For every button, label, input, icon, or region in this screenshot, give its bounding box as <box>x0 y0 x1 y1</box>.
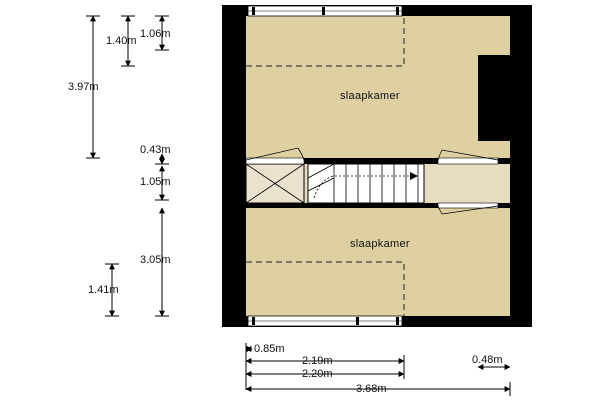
dim-top-slope: 1.06m <box>140 28 171 40</box>
chimney-block <box>478 55 510 141</box>
right-wall-strip <box>510 16 532 316</box>
dim-width-b: 2.20m <box>302 368 333 380</box>
dim-top-total: 3.97m <box>68 81 99 93</box>
stair-arrow-icon <box>410 172 418 180</box>
dim-width-a: 2.19m <box>302 355 333 367</box>
dim-bottom-slope: 1.41m <box>88 284 119 296</box>
horizontal-dimension-labels: 0.85m 2.19m 2.20m 0.48m 3.68m <box>254 343 503 395</box>
stair-treads <box>307 163 419 203</box>
bottom-window-mullion-1 <box>252 317 255 325</box>
wall-landing-bottom <box>246 203 510 208</box>
vertical-dimension-labels: 3.97m 1.40m 1.06m 0.43m 1.05m 3.05m 1.41… <box>68 28 171 296</box>
top-slope-line <box>246 16 405 67</box>
bottom-window-mullion-2 <box>356 317 359 325</box>
horizontal-dimensions <box>245 343 511 396</box>
top-room-floor <box>246 16 510 158</box>
dim-top-window: 1.40m <box>106 35 137 47</box>
bottom-slope-line <box>246 261 405 316</box>
top-window-mullion-1 <box>252 7 255 15</box>
door-bottom-right <box>437 202 499 215</box>
door-top-right <box>437 149 499 165</box>
top-window-mullion-3 <box>396 7 399 15</box>
cupboard-cross-2 <box>245 163 305 204</box>
room-label-top: slaapkamer <box>340 90 400 102</box>
dim-total-width: 3.68m <box>356 383 387 395</box>
top-window-mullion-2 <box>322 7 325 15</box>
door-top-left <box>245 147 305 165</box>
dim-small: 0.85m <box>254 343 285 355</box>
building-outline: slaapkamer slaapkamer <box>222 5 532 327</box>
staircase <box>307 163 425 204</box>
dim-wall-gap: 0.43m <box>140 144 171 156</box>
room-label-bottom: slaapkamer <box>350 238 410 250</box>
dim-right-small: 0.48m <box>472 354 503 366</box>
dim-bottom-total: 3.05m <box>140 254 171 266</box>
wall-top-landing <box>246 158 510 164</box>
dim-landing: 1.05m <box>140 176 171 188</box>
bottom-window-mullion-3 <box>396 317 399 325</box>
vertical-dimensions <box>86 15 169 317</box>
